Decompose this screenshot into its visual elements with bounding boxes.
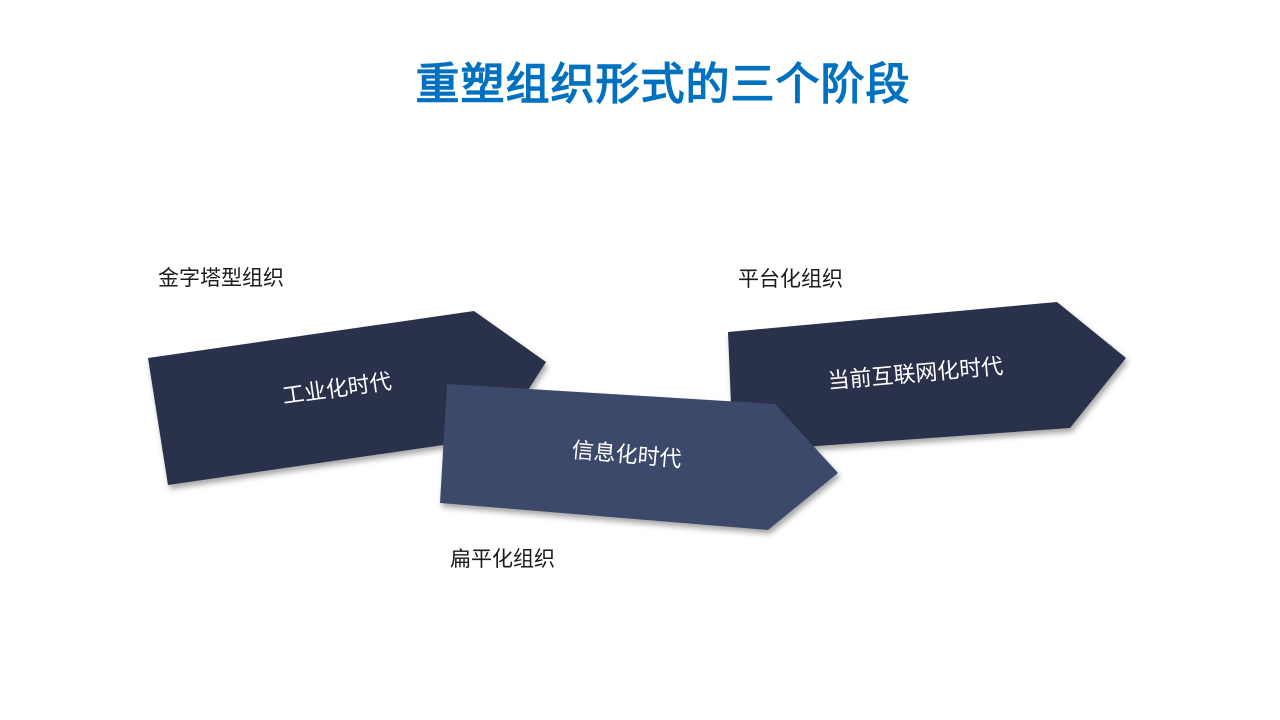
caption-flat: 扁平化组织 bbox=[450, 547, 555, 571]
stage-arrow-information bbox=[440, 384, 838, 530]
caption-platform: 平台化组织 bbox=[738, 267, 843, 291]
caption-pyramid: 金字塔型组织 bbox=[158, 266, 284, 290]
slide-title: 重塑组织形式的三个阶段 bbox=[415, 59, 911, 110]
stage-arrow-internet bbox=[728, 302, 1126, 452]
